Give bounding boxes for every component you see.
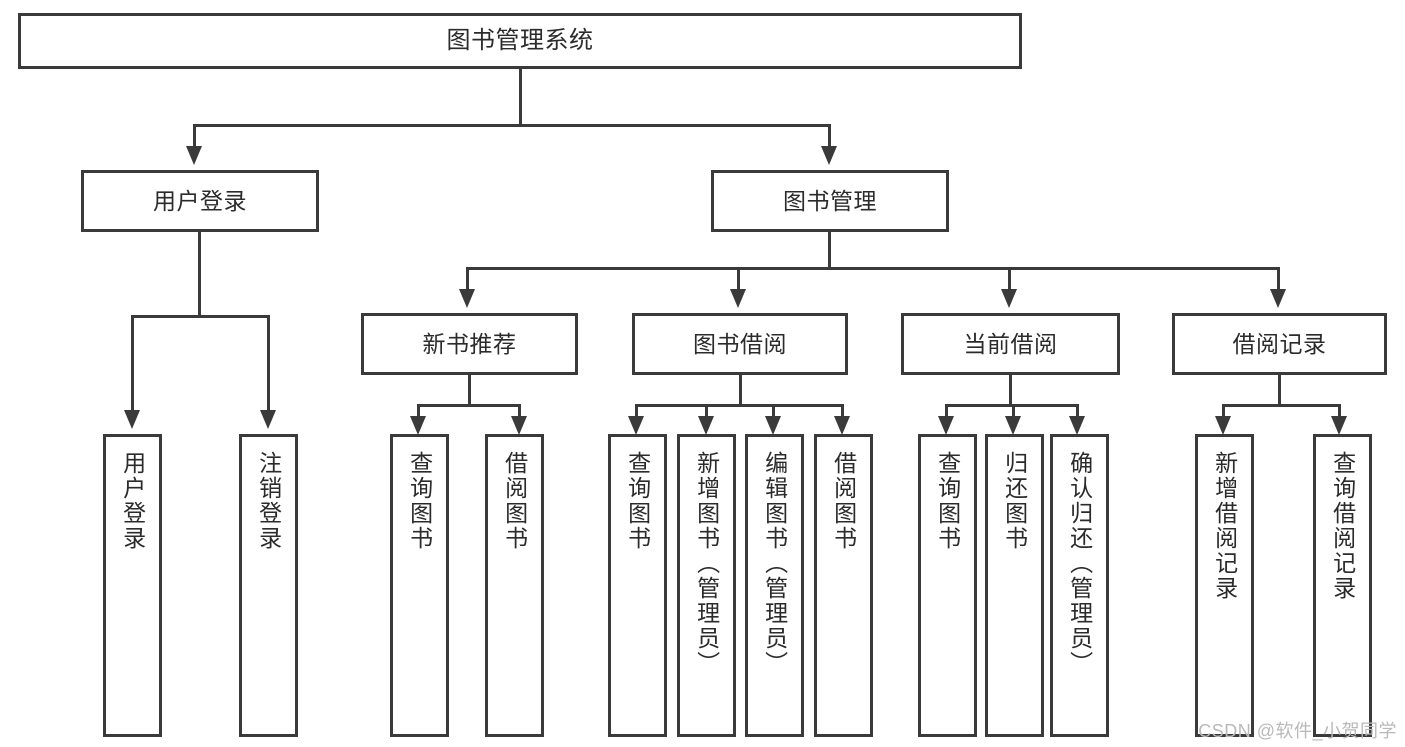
connector-level3-bus <box>466 267 1280 270</box>
node-label: 用户登录 <box>119 451 146 551</box>
arrowhead-leaf-borrow-book-2 <box>834 416 850 435</box>
connector-current-borrow-stem <box>1009 375 1012 407</box>
connector-to-current-borrow <box>1008 267 1011 289</box>
connector-borrow-record-drop-2 <box>1338 404 1341 416</box>
node-leaf-add-record[interactable]: 新增借阅记录 <box>1195 434 1254 737</box>
arrowhead-to-borrow-record <box>1270 289 1286 308</box>
arrowhead-leaf-return-book <box>1005 416 1021 435</box>
arrowhead-leaf-edit-book <box>765 416 781 435</box>
node-label: 查询图书 <box>406 451 433 551</box>
node-book-management[interactable]: 图书管理 <box>711 170 949 232</box>
node-leaf-return-book[interactable]: 归还图书 <box>985 434 1044 737</box>
connector-user-login-drop-2 <box>267 315 270 410</box>
node-label: 确认归还（管理员） <box>1066 451 1093 676</box>
csdn-watermark: CSDN @软件_小贺同学 <box>1198 721 1397 741</box>
connector-to-book-management <box>828 124 831 146</box>
connector-to-new-book-recommend <box>466 267 469 289</box>
node-label: 图书管理系统 <box>446 27 594 55</box>
connector-borrow-record-stem <box>1278 375 1281 407</box>
node-leaf-add-book[interactable]: 新增图书（管理员） <box>677 434 736 737</box>
node-label: 当前借阅 <box>963 330 1058 357</box>
arrowhead-leaf-query-book-2 <box>628 416 644 435</box>
arrowhead-to-book-management <box>821 146 837 165</box>
node-new-book-recommend[interactable]: 新书推荐 <box>361 313 578 375</box>
arrowhead-leaf-confirm-return <box>1069 416 1085 435</box>
node-label: 用户登录 <box>153 187 247 214</box>
node-leaf-borrow-book-1[interactable]: 借阅图书 <box>485 434 544 737</box>
node-book-borrow[interactable]: 图书借阅 <box>632 313 848 375</box>
connector-level2-bus <box>193 124 831 127</box>
connector-book-borrow-drop-2 <box>705 404 708 416</box>
connector-current-borrow-drop-2 <box>1012 404 1015 416</box>
node-leaf-user-login[interactable]: 用户登录 <box>103 434 162 737</box>
node-root-system[interactable]: 图书管理系统 <box>18 13 1022 69</box>
node-label: 注销登录 <box>255 451 282 551</box>
node-leaf-borrow-book-2[interactable]: 借阅图书 <box>814 434 873 737</box>
connector-new-book-bus <box>417 404 521 407</box>
node-label: 图书管理 <box>783 187 877 214</box>
connector-book-borrow-drop-4 <box>841 404 844 416</box>
connector-book-borrow-bus <box>635 404 844 407</box>
connector-to-book-borrow <box>737 267 740 289</box>
node-label: 新增图书（管理员） <box>693 451 720 676</box>
node-leaf-edit-book[interactable]: 编辑图书（管理员） <box>745 434 804 737</box>
connector-user-login-drop-1 <box>131 315 134 410</box>
arrowhead-to-user-login <box>186 146 202 165</box>
node-label: 借阅图书 <box>830 451 857 551</box>
arrowhead-leaf-add-record <box>1215 416 1231 435</box>
connector-to-user-login <box>193 124 196 146</box>
node-leaf-confirm-return[interactable]: 确认归还（管理员） <box>1050 434 1109 737</box>
node-label: 借阅图书 <box>501 451 528 551</box>
connector-root-stem <box>519 69 522 126</box>
arrowhead-to-current-borrow <box>1001 289 1017 308</box>
connector-new-book-drop-2 <box>518 404 521 416</box>
node-leaf-user-logout[interactable]: 注销登录 <box>239 434 298 737</box>
node-label: 编辑图书（管理员） <box>761 451 788 676</box>
node-label: 借阅记录 <box>1232 330 1327 357</box>
node-borrow-record[interactable]: 借阅记录 <box>1172 313 1387 375</box>
connector-current-borrow-bus <box>945 404 1078 407</box>
arrowhead-to-book-borrow <box>730 289 746 308</box>
node-label: 图书借阅 <box>693 330 787 357</box>
connector-new-book-drop-1 <box>417 404 420 416</box>
connector-current-borrow-drop-1 <box>945 404 948 416</box>
arrowhead-leaf-query-book-3 <box>938 416 954 435</box>
connector-new-book-stem <box>468 375 471 407</box>
node-leaf-query-record[interactable]: 查询借阅记录 <box>1313 434 1372 737</box>
node-user-login[interactable]: 用户登录 <box>81 170 319 232</box>
connector-to-borrow-record <box>1277 267 1280 289</box>
node-leaf-query-book-3[interactable]: 查询图书 <box>918 434 977 737</box>
connector-book-borrow-drop-3 <box>772 404 775 416</box>
node-label: 查询图书 <box>934 451 961 551</box>
connector-book-management-stem <box>828 232 831 269</box>
node-label: 归还图书 <box>1001 451 1028 551</box>
connector-user-login-stem <box>198 232 201 317</box>
node-label: 查询借阅记录 <box>1329 451 1356 601</box>
node-current-borrow[interactable]: 当前借阅 <box>901 313 1120 375</box>
connector-current-borrow-drop-3 <box>1076 404 1079 416</box>
node-label: 新增借阅记录 <box>1211 451 1238 601</box>
arrowhead-leaf-query-book-1 <box>410 416 426 435</box>
node-label: 查询图书 <box>624 451 651 551</box>
node-label: 新书推荐 <box>422 330 517 357</box>
node-leaf-query-book-1[interactable]: 查询图书 <box>390 434 449 737</box>
connector-borrow-record-bus <box>1222 404 1341 407</box>
arrowhead-leaf-query-record <box>1331 416 1347 435</box>
arrowhead-leaf-add-book <box>698 416 714 435</box>
connector-book-borrow-drop-1 <box>635 404 638 416</box>
arrowhead-to-new-book-recommend <box>459 289 475 308</box>
node-leaf-query-book-2[interactable]: 查询图书 <box>608 434 667 737</box>
arrowhead-leaf-user-logout <box>260 410 276 429</box>
arrowhead-leaf-user-login <box>124 410 140 429</box>
arrowhead-leaf-borrow-book-1 <box>511 416 527 435</box>
connector-borrow-record-drop-1 <box>1222 404 1225 416</box>
connector-user-login-bus <box>131 315 270 318</box>
connector-book-borrow-stem <box>739 375 742 407</box>
